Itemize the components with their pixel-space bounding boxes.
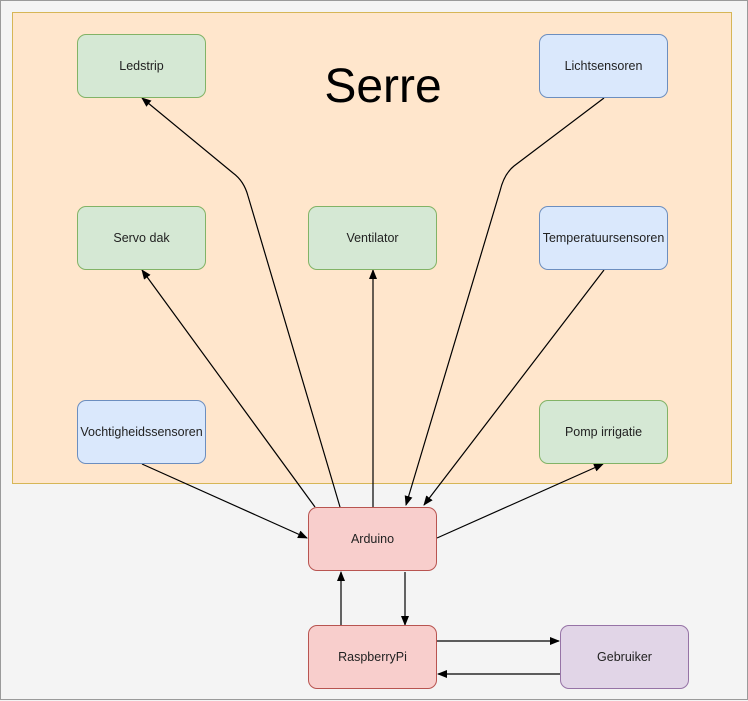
node-ventilator-label: Ventilator: [346, 231, 399, 245]
node-raspberrypi[interactable]: RaspberryPi: [308, 625, 437, 689]
node-arduino-label: Arduino: [350, 532, 395, 546]
node-ledstrip[interactable]: Ledstrip: [77, 34, 206, 98]
edge-arduino-pomp-irrigatie: [436, 463, 604, 539]
node-gebruiker-label: Gebruiker: [597, 650, 652, 664]
node-vochtigheidssensoren[interactable]: Vochtigheidssensoren: [77, 400, 206, 464]
node-ledstrip-label: Ledstrip: [119, 59, 164, 73]
edge-lichtsensoren-arduino: [404, 97, 605, 506]
edge-arduino-servo-dak: [141, 269, 316, 508]
node-gebruiker[interactable]: Gebruiker: [560, 625, 689, 689]
node-pomp-irrigatie-label: Pomp irrigatie: [564, 425, 643, 439]
node-raspberrypi-label: RaspberryPi: [338, 650, 407, 664]
node-servo-dak[interactable]: Servo dak: [77, 206, 206, 270]
node-arduino[interactable]: Arduino: [308, 507, 437, 571]
node-ventilator[interactable]: Ventilator: [308, 206, 437, 270]
edge-arduino-ledstrip: [141, 97, 341, 508]
node-temperatuursensoren[interactable]: Temperatuursensoren: [539, 206, 668, 270]
node-lichtsensoren-label: Lichtsensoren: [564, 59, 643, 73]
edge-vochtigheidssensoren-arduino: [141, 463, 308, 539]
node-temperatuursensoren-label: Temperatuursensoren: [542, 231, 665, 245]
node-servo-dak-label: Servo dak: [113, 231, 170, 245]
node-vochtigheidssensoren-label: Vochtigheidssensoren: [80, 425, 203, 439]
node-lichtsensoren[interactable]: Lichtsensoren: [539, 34, 668, 98]
container-title: Serre: [324, 60, 442, 113]
edge-temperatuursensoren-arduino: [423, 269, 605, 506]
node-pomp-irrigatie[interactable]: Pomp irrigatie: [539, 400, 668, 464]
